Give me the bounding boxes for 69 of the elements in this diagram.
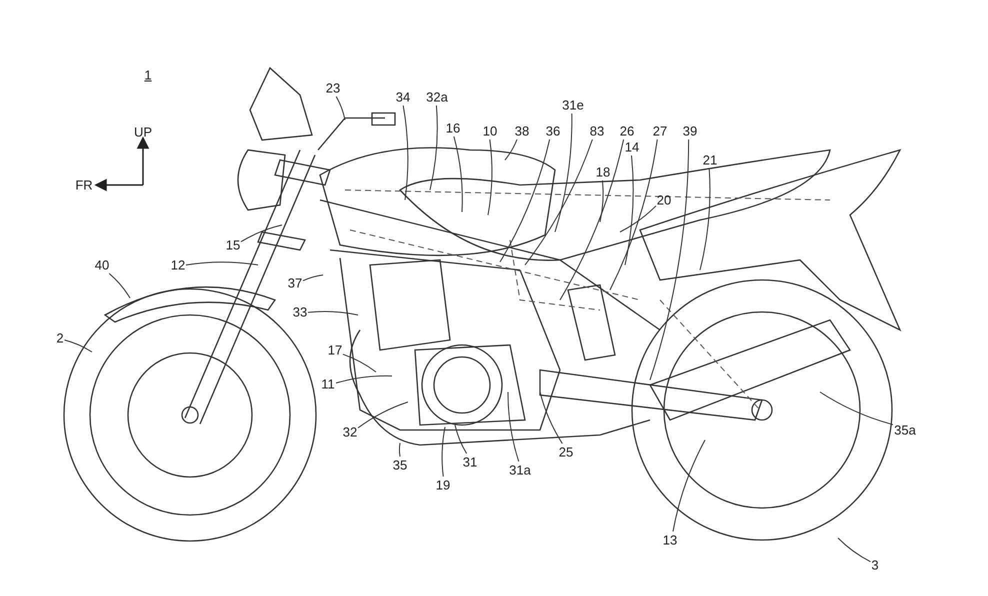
leader-line (240, 224, 282, 242)
callout-number: 2 (56, 330, 64, 346)
callout-number: 31e (562, 98, 584, 112)
leader-line (302, 274, 324, 282)
callout-number: 31 (462, 454, 478, 470)
callout-number: 12 (170, 258, 186, 272)
callout-number: 11 (321, 376, 335, 392)
leader-line (454, 424, 468, 454)
leader-line (508, 392, 520, 462)
figure-number: 1 (144, 68, 152, 82)
leader-line (402, 105, 408, 200)
leader-line (504, 139, 518, 160)
leader-line (554, 113, 572, 232)
callout-number: 38 (514, 124, 530, 138)
leader-line (488, 139, 492, 216)
callout-number: 18 (596, 164, 610, 180)
callout-number: 27 (652, 124, 668, 138)
callout-number: 33 (292, 304, 308, 320)
leader-line (336, 96, 346, 120)
leader-line (524, 139, 593, 266)
callout-number: 32 (342, 424, 358, 440)
callout-number: 35 (392, 458, 408, 472)
direction-label: UP (134, 124, 152, 140)
callout-number: 35a (894, 422, 916, 438)
leader-line (600, 180, 604, 222)
leader-line (838, 538, 871, 562)
callout-number: 10 (482, 124, 498, 138)
callout-number: 17 (328, 342, 342, 358)
callout-number: 32a (426, 90, 448, 104)
leader-line (336, 375, 392, 384)
callout-number: 40 (94, 258, 110, 272)
callout-number: 39 (682, 124, 698, 138)
leader-line (700, 168, 710, 270)
leader-line (64, 340, 92, 352)
callout-number: 26 (620, 124, 634, 138)
callout-number: 13 (662, 532, 678, 548)
callout-number: 31a (509, 462, 531, 478)
leader-line (453, 136, 463, 212)
callout-number: 16 (446, 120, 460, 136)
leader-line (342, 354, 376, 372)
leader-line (820, 392, 894, 426)
callout-number: 37 (288, 276, 302, 290)
leader-line (108, 273, 130, 298)
leader-line (308, 311, 358, 316)
leader-line (500, 139, 550, 262)
leader-line (398, 442, 400, 457)
callout-number: 36 (546, 124, 560, 138)
direction-label: FR (75, 178, 93, 192)
leader-line (620, 205, 656, 232)
callout-number: 83 (590, 124, 604, 138)
leader-line (442, 426, 446, 477)
leader-line (650, 139, 690, 380)
callout-number: 14 (624, 140, 640, 154)
callout-number: 25 (558, 444, 574, 460)
callout-number: 15 (226, 238, 240, 252)
callout-number: 20 (656, 192, 672, 208)
leader-line (610, 139, 658, 290)
callout-number: 3 (871, 558, 879, 572)
leader-line (560, 139, 624, 300)
leader-line (358, 402, 408, 428)
leader-line (672, 440, 706, 532)
callout-number: 23 (326, 80, 340, 96)
leader-line (540, 392, 563, 444)
callout-number: 19 (436, 478, 450, 492)
leader-line (624, 155, 634, 266)
leader-line (186, 262, 258, 266)
callout-number: 34 (396, 90, 410, 104)
callout-number: 21 (702, 152, 718, 168)
leader-line (430, 105, 438, 190)
